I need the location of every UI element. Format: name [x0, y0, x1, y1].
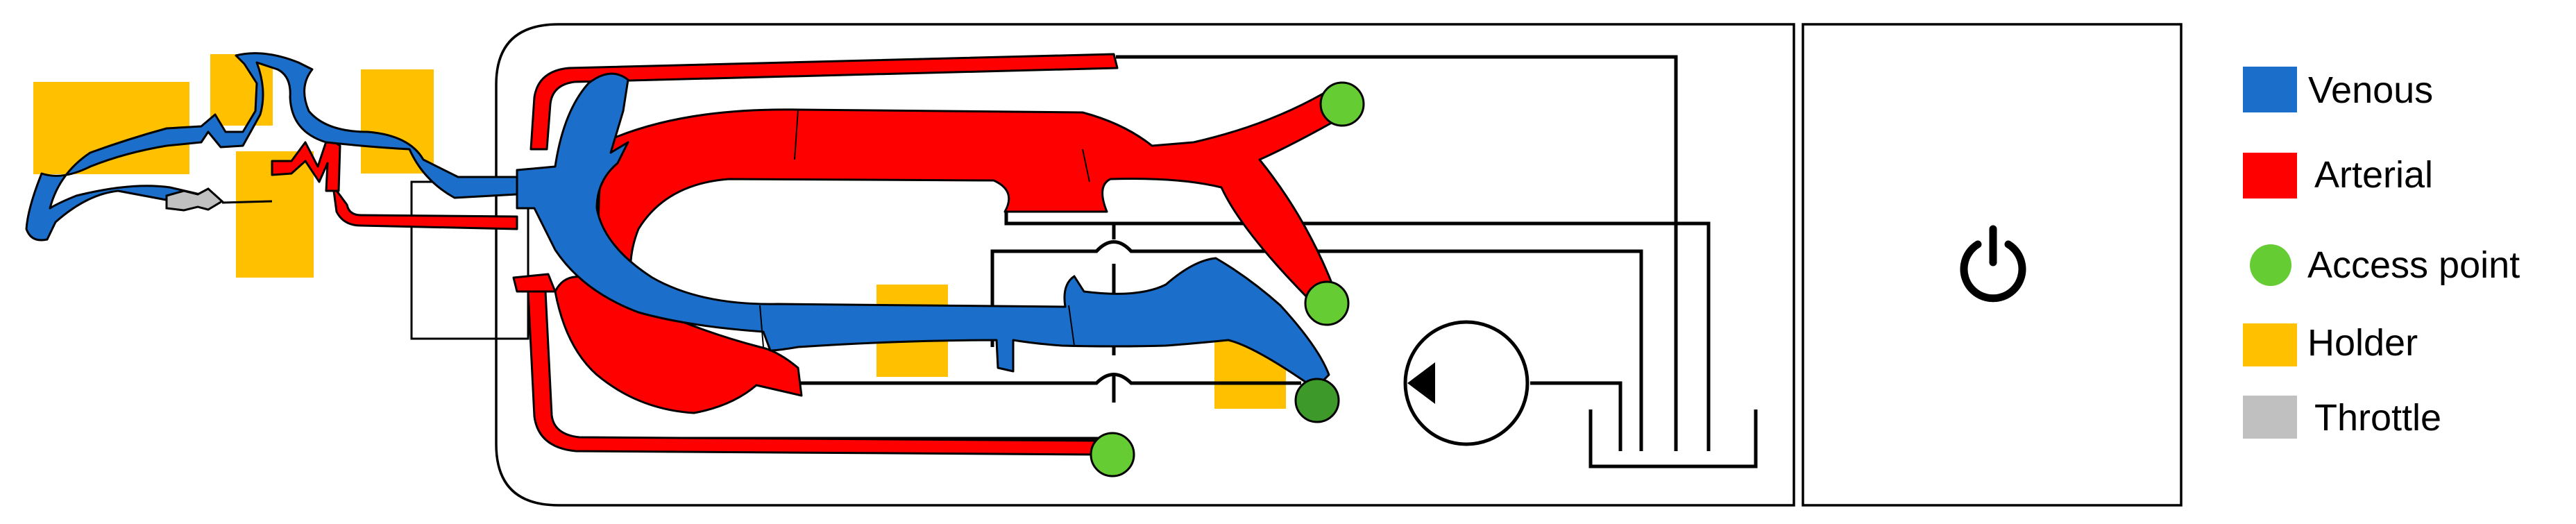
access-point	[1090, 432, 1135, 477]
legend-label-venous: Venous	[2308, 69, 2433, 111]
access-point	[1294, 378, 1340, 423]
access-point	[1319, 81, 1365, 127]
inlet-port-box	[410, 180, 529, 340]
legend-label-arterial: Arterial	[2314, 154, 2433, 196]
legend-label-access-point: Access point	[2307, 244, 2520, 286]
legend-swatch-holder	[2243, 323, 2297, 366]
legend-label-holder: Holder	[2307, 322, 2418, 364]
legend-swatch-arterial	[2243, 153, 2297, 198]
legend-swatch-venous	[2243, 67, 2297, 112]
power-icon	[1960, 225, 2026, 303]
vessel-segment-lines	[759, 109, 1090, 348]
main-chamber-outline	[495, 23, 1795, 507]
control-unit-outline	[1802, 23, 2183, 507]
throttle	[165, 187, 273, 212]
tubing-circuit	[548, 55, 1758, 468]
legend-label-throttle: Throttle	[2314, 397, 2441, 439]
reservoir-tank	[1588, 409, 1758, 468]
pump-symbol-icon	[1403, 320, 1530, 446]
access-points	[1090, 81, 1365, 477]
venous-vessels	[25, 52, 1330, 390]
access-point	[1304, 280, 1350, 326]
legend-swatch-access-point	[2250, 244, 2291, 286]
legend-swatch-throttle	[2243, 396, 2297, 439]
legend: Venous Arterial Access point Holder Thro…	[2243, 67, 2520, 439]
